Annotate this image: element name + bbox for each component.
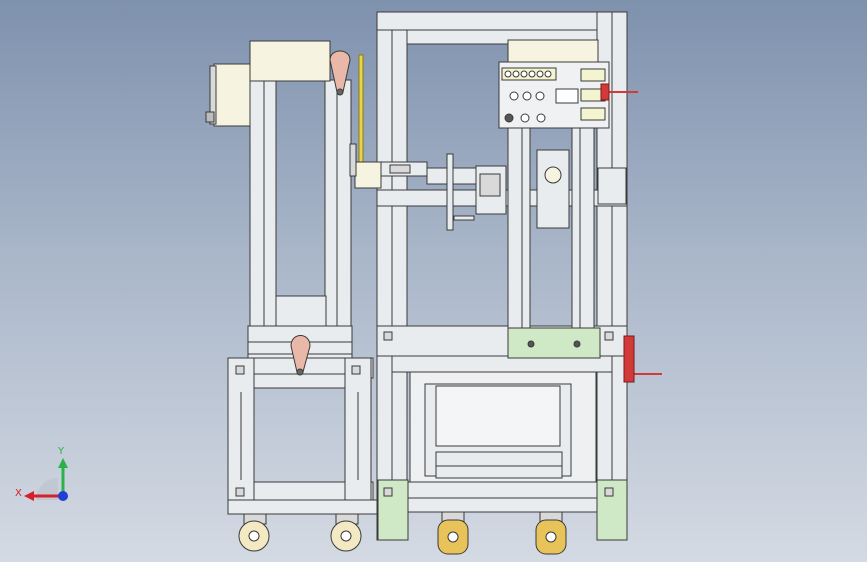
green-foot-left: [377, 479, 409, 541]
caster-wheel-3: [437, 511, 469, 555]
caster-wheel-4: [535, 511, 567, 555]
lever-handle-top[interactable]: [329, 50, 351, 96]
y-axis-label: Y: [57, 446, 65, 457]
caster-wheel-1: [238, 513, 270, 552]
red-adjust-knob-bottom[interactable]: [623, 335, 662, 383]
red-adjust-knob-top[interactable]: [600, 83, 638, 101]
corner-brackets: [235, 331, 614, 497]
green-plates: [377, 327, 628, 541]
x-axis-label: X: [15, 488, 22, 499]
green-foot-right: [596, 479, 628, 541]
green-bracket-plate: [507, 327, 601, 359]
actuator-assembly: [349, 143, 507, 231]
left-lower-frame: [227, 357, 379, 515]
orientation-triad[interactable]: Y X: [14, 438, 76, 508]
left-upper-column: [247, 79, 353, 359]
feeder-box: [205, 40, 331, 127]
main-tall-frame: [376, 11, 628, 541]
lower-bay: [409, 371, 597, 483]
lever-handle-bottom[interactable]: [290, 335, 311, 376]
control-panel[interactable]: [498, 39, 610, 129]
yellow-guide-rod: [358, 54, 364, 176]
caster-wheel-2: [330, 513, 362, 552]
